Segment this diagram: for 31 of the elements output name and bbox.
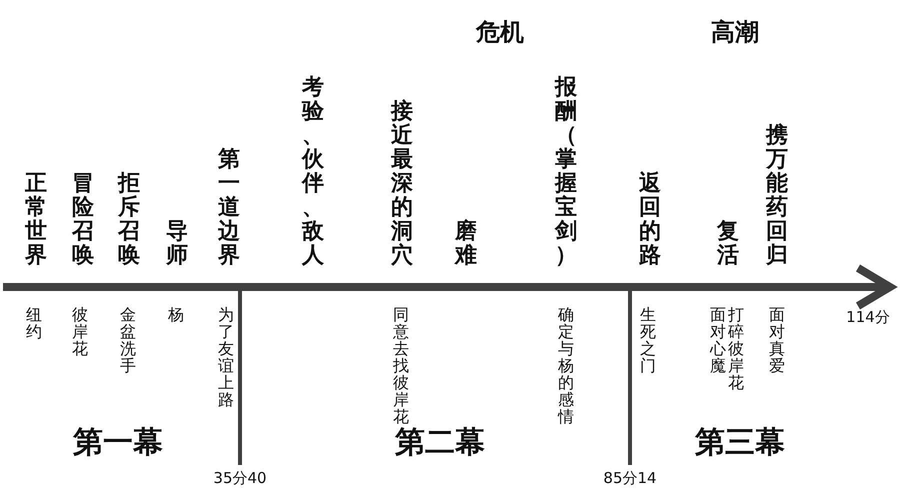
event-note: 打碎彼岸花 [728, 306, 744, 391]
event-note: 确定与杨的感情 [558, 306, 574, 425]
stage-label: 正常世界 [25, 171, 47, 267]
event-note: 面对心魔 [710, 306, 726, 374]
event-note: 彼岸花 [72, 306, 88, 357]
event-note: 同意去找彼岸花 [393, 306, 409, 425]
time-label: 35分40 [213, 471, 267, 486]
stage-label: 导师 [166, 219, 188, 267]
stage-label: 考验、伙伴、敌人 [302, 75, 324, 267]
act-title: 第二幕 [395, 428, 485, 458]
phase-heading: 高潮 [711, 20, 759, 44]
act-title: 第一幕 [73, 428, 163, 458]
event-note: 面对真爱 [769, 306, 785, 374]
event-note: 为了友谊上路 [218, 306, 234, 408]
stage-label: 冒险召唤 [72, 171, 94, 267]
stage-label: 报酬（掌握宝剑） [555, 75, 577, 267]
stage-label: 返回的路 [639, 171, 661, 267]
event-note: 杨 [168, 306, 184, 323]
stage-label: 复活 [717, 219, 739, 267]
stage-label: 携万能药回归 [766, 123, 788, 267]
stage-label: 第一道边界 [218, 147, 240, 267]
event-note: 生死之门 [640, 306, 656, 374]
end-time-label: 114分 [846, 310, 890, 325]
phase-heading: 危机 [476, 20, 524, 44]
time-label: 85分14 [603, 471, 657, 486]
event-note: 金盆洗手 [120, 306, 136, 374]
stage-label: 接近最深的洞穴 [391, 99, 413, 267]
stage-label: 磨难 [455, 219, 477, 267]
act-title: 第三幕 [695, 428, 785, 458]
event-note: 纽约 [26, 306, 42, 340]
stage-label: 拒斥召唤 [118, 171, 140, 267]
